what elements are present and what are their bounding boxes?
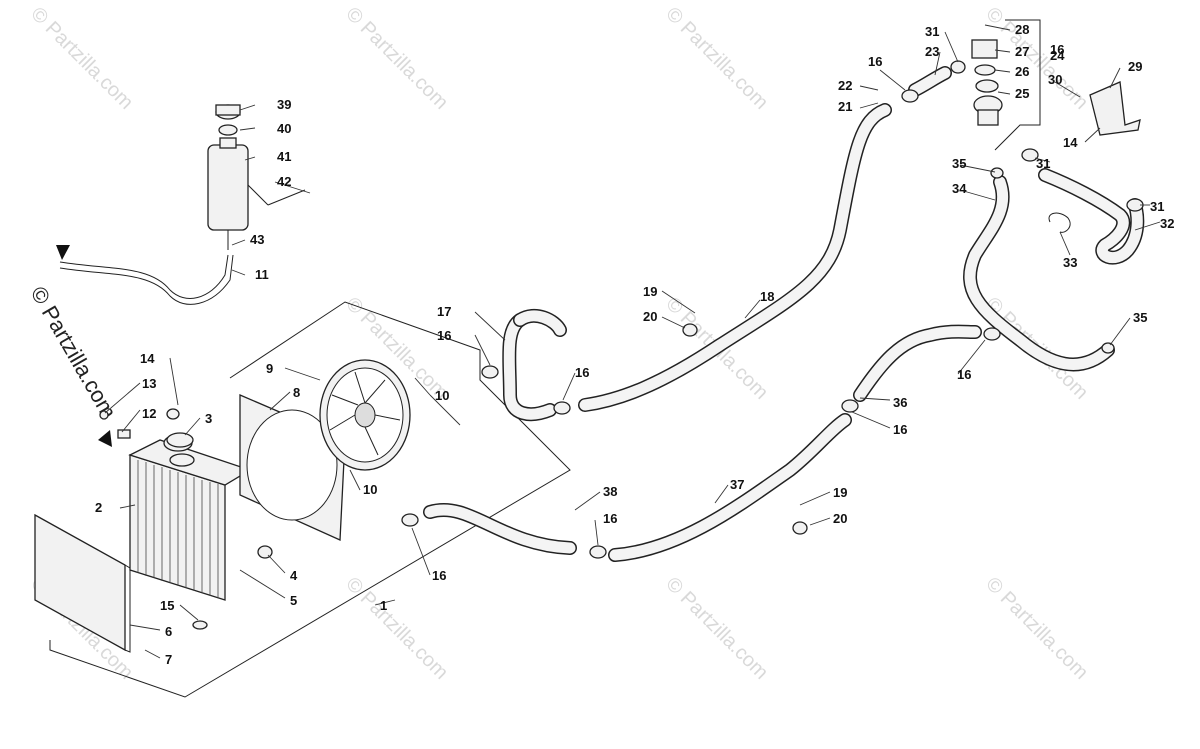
fan-shroud [239, 394, 346, 541]
watermark-tile: © Partzilla.com [26, 3, 137, 114]
callout-label: 6 [165, 624, 172, 639]
callout-label: 37 [730, 477, 744, 492]
callout-label: 4 [290, 568, 298, 583]
callout-label: 21 [838, 99, 852, 114]
hose-clamps [401, 60, 1144, 559]
callout-label: 5 [290, 593, 297, 608]
callout-label: 38 [603, 484, 617, 499]
callout-label: 28 [1015, 22, 1029, 37]
leader-lines [104, 24, 1161, 659]
callout-label: 42 [277, 174, 291, 189]
rubber-mount [192, 620, 208, 630]
callout-label: 41 [277, 149, 291, 164]
callout-label: 3 [205, 411, 212, 426]
callout-label: 12 [142, 406, 156, 421]
radiator-cap [166, 432, 194, 448]
watermark-tile: © Partzilla.com [341, 3, 452, 114]
callout-label: 10 [435, 388, 449, 403]
callout-label: 33 [1063, 255, 1077, 270]
cooling-fan [319, 359, 411, 471]
callout-label: 32 [1160, 216, 1174, 231]
callout-label: 8 [293, 385, 300, 400]
callout-label: 16 [575, 365, 589, 380]
thermostat-bracket-outline [994, 19, 1041, 151]
mounting-bracket [1089, 81, 1141, 136]
hoses [423, 66, 1145, 562]
callout-label: 16 [603, 511, 617, 526]
radiator [128, 434, 252, 601]
callout-label: 30 [1048, 72, 1062, 87]
assembly-outline [49, 301, 571, 698]
bolt [99, 410, 109, 420]
callout-label: 17 [437, 304, 451, 319]
callout-label: 2 [95, 500, 102, 515]
watermark-tile: © Partzilla.com [981, 573, 1092, 684]
overflow-tube [59, 254, 229, 299]
callout-label: 1 [380, 598, 387, 613]
callout-label: 43 [250, 232, 264, 247]
callout-label: 9 [266, 361, 273, 376]
callout-label: 20 [833, 511, 847, 526]
grommet [166, 408, 180, 420]
callout-label: 31 [1036, 156, 1050, 171]
thermostat-housing [971, 39, 1003, 126]
bushing [117, 429, 131, 439]
callout-label: 35 [1133, 310, 1147, 325]
callout-label: 14 [1063, 135, 1078, 150]
callout-label: 35 [952, 156, 966, 171]
callout-label: 16 [432, 568, 446, 583]
callout-label: 29 [1128, 59, 1142, 74]
callout-label: 13 [142, 376, 156, 391]
watermark-tile: © Partzilla.com [661, 3, 772, 114]
drain-plug [257, 545, 273, 559]
callout-label: 16 [437, 328, 451, 343]
callout-label: 23 [925, 44, 939, 59]
callout-label: 25 [1015, 86, 1029, 101]
callout-label: 16 [1050, 42, 1064, 57]
callout-label: 22 [838, 78, 852, 93]
callout-label: 31 [1150, 199, 1164, 214]
radiator-screen [34, 513, 131, 653]
callout-label: 24 [1050, 48, 1065, 63]
callout-label: 16 [893, 422, 907, 437]
callout-label: 16 [957, 367, 971, 382]
callout-label: 34 [952, 181, 967, 196]
callout-label: 7 [165, 652, 172, 667]
callout-label: 20 [643, 309, 657, 324]
callout-label: 19 [833, 485, 847, 500]
callout-label: 14 [140, 351, 155, 366]
hose-clip [1048, 212, 1071, 233]
overflow-tube [59, 254, 234, 305]
callout-label: 40 [277, 121, 291, 136]
watermark-tile: © Partzilla.com [341, 573, 452, 684]
callout-label: 26 [1015, 64, 1029, 79]
callout-label: 16 [868, 54, 882, 69]
watermark-tile: © Partzilla.com [661, 573, 772, 684]
callout-labels: 1 2 3 4 5 6 7 8 9 10 10 11 12 13 14 14 1… [95, 22, 1174, 667]
callout-label: 11 [255, 267, 269, 282]
callout-label: 10 [363, 482, 377, 497]
callout-label: 15 [160, 598, 174, 613]
callout-label: 36 [893, 395, 907, 410]
callout-label: 31 [925, 24, 939, 39]
direction-arrow [98, 430, 112, 447]
watermark-vertical: © Partzilla.com [26, 282, 122, 423]
callout-label: 27 [1015, 44, 1029, 59]
callout-label: 39 [277, 97, 291, 112]
callout-label: 19 [643, 284, 657, 299]
callout-label: 18 [760, 289, 774, 304]
direction-arrow [56, 245, 70, 260]
